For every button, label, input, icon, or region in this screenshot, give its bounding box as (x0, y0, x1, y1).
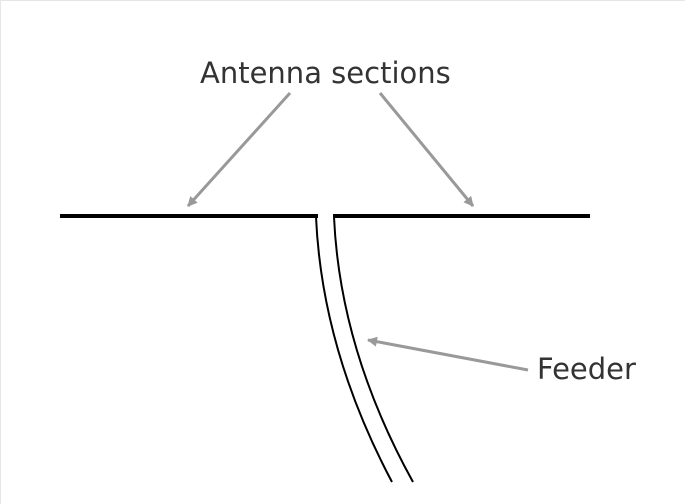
antenna-sections-label: Antenna sections (200, 56, 451, 90)
feeder-arrow (367, 336, 529, 372)
antenna-right-arrow (378, 92, 475, 207)
feeder-right-conductor (333, 216, 414, 483)
antenna-left-arrow (186, 91, 292, 208)
feeder-left-conductor (315, 216, 393, 483)
feeder-label: Feeder (537, 352, 636, 386)
